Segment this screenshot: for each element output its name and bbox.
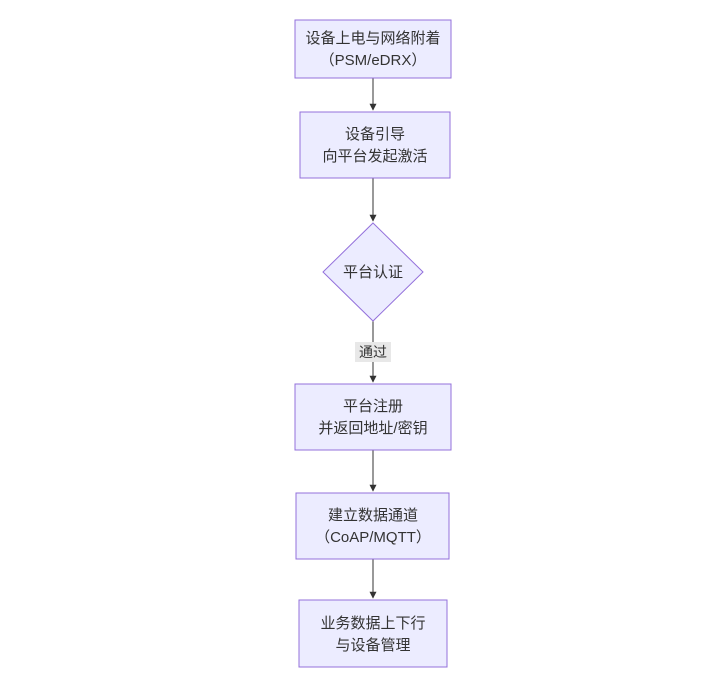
edge-label-background (355, 342, 391, 362)
node-platform-register-box (294, 383, 452, 451)
node-data-channel-line1: 建立数据通道 (328, 507, 418, 524)
edge-label-pass: 通过 (355, 342, 391, 362)
node-power-attach: 设备上电与网络附着 （PSM/eDRX） (294, 19, 452, 79)
node-business-data: 业务数据上下行 与设备管理 (298, 599, 448, 668)
node-platform-register-line2: 并返回地址/密钥 (318, 420, 427, 437)
node-platform-auth: 平台认证 (322, 222, 424, 322)
node-bootstrap-line2: 向平台发起激活 (322, 148, 427, 165)
node-business-data-line1: 业务数据上下行 (320, 615, 425, 632)
node-platform-auth-diamond (322, 222, 424, 322)
edge-label-text: 通过 (359, 344, 387, 360)
node-power-attach-line1: 设备上电与网络附着 (305, 30, 440, 47)
node-bootstrap-line1: 设备引导 (345, 126, 405, 143)
node-business-data-box (298, 599, 448, 668)
node-bootstrap-box (299, 111, 451, 179)
node-platform-auth-line1: 平台认证 (343, 264, 403, 281)
node-platform-register-line1: 平台注册 (343, 398, 403, 415)
node-bootstrap: 设备引导 向平台发起激活 (299, 111, 451, 179)
node-data-channel: 建立数据通道 （CoAP/MQTT） (295, 492, 450, 560)
node-data-channel-box (295, 492, 450, 560)
node-data-channel-line2: （CoAP/MQTT） (315, 529, 431, 546)
node-power-attach-box (294, 19, 452, 79)
node-power-attach-line2: （PSM/eDRX） (320, 52, 427, 69)
node-business-data-line2: 与设备管理 (335, 637, 410, 654)
node-platform-register: 平台注册 并返回地址/密钥 (294, 383, 452, 451)
